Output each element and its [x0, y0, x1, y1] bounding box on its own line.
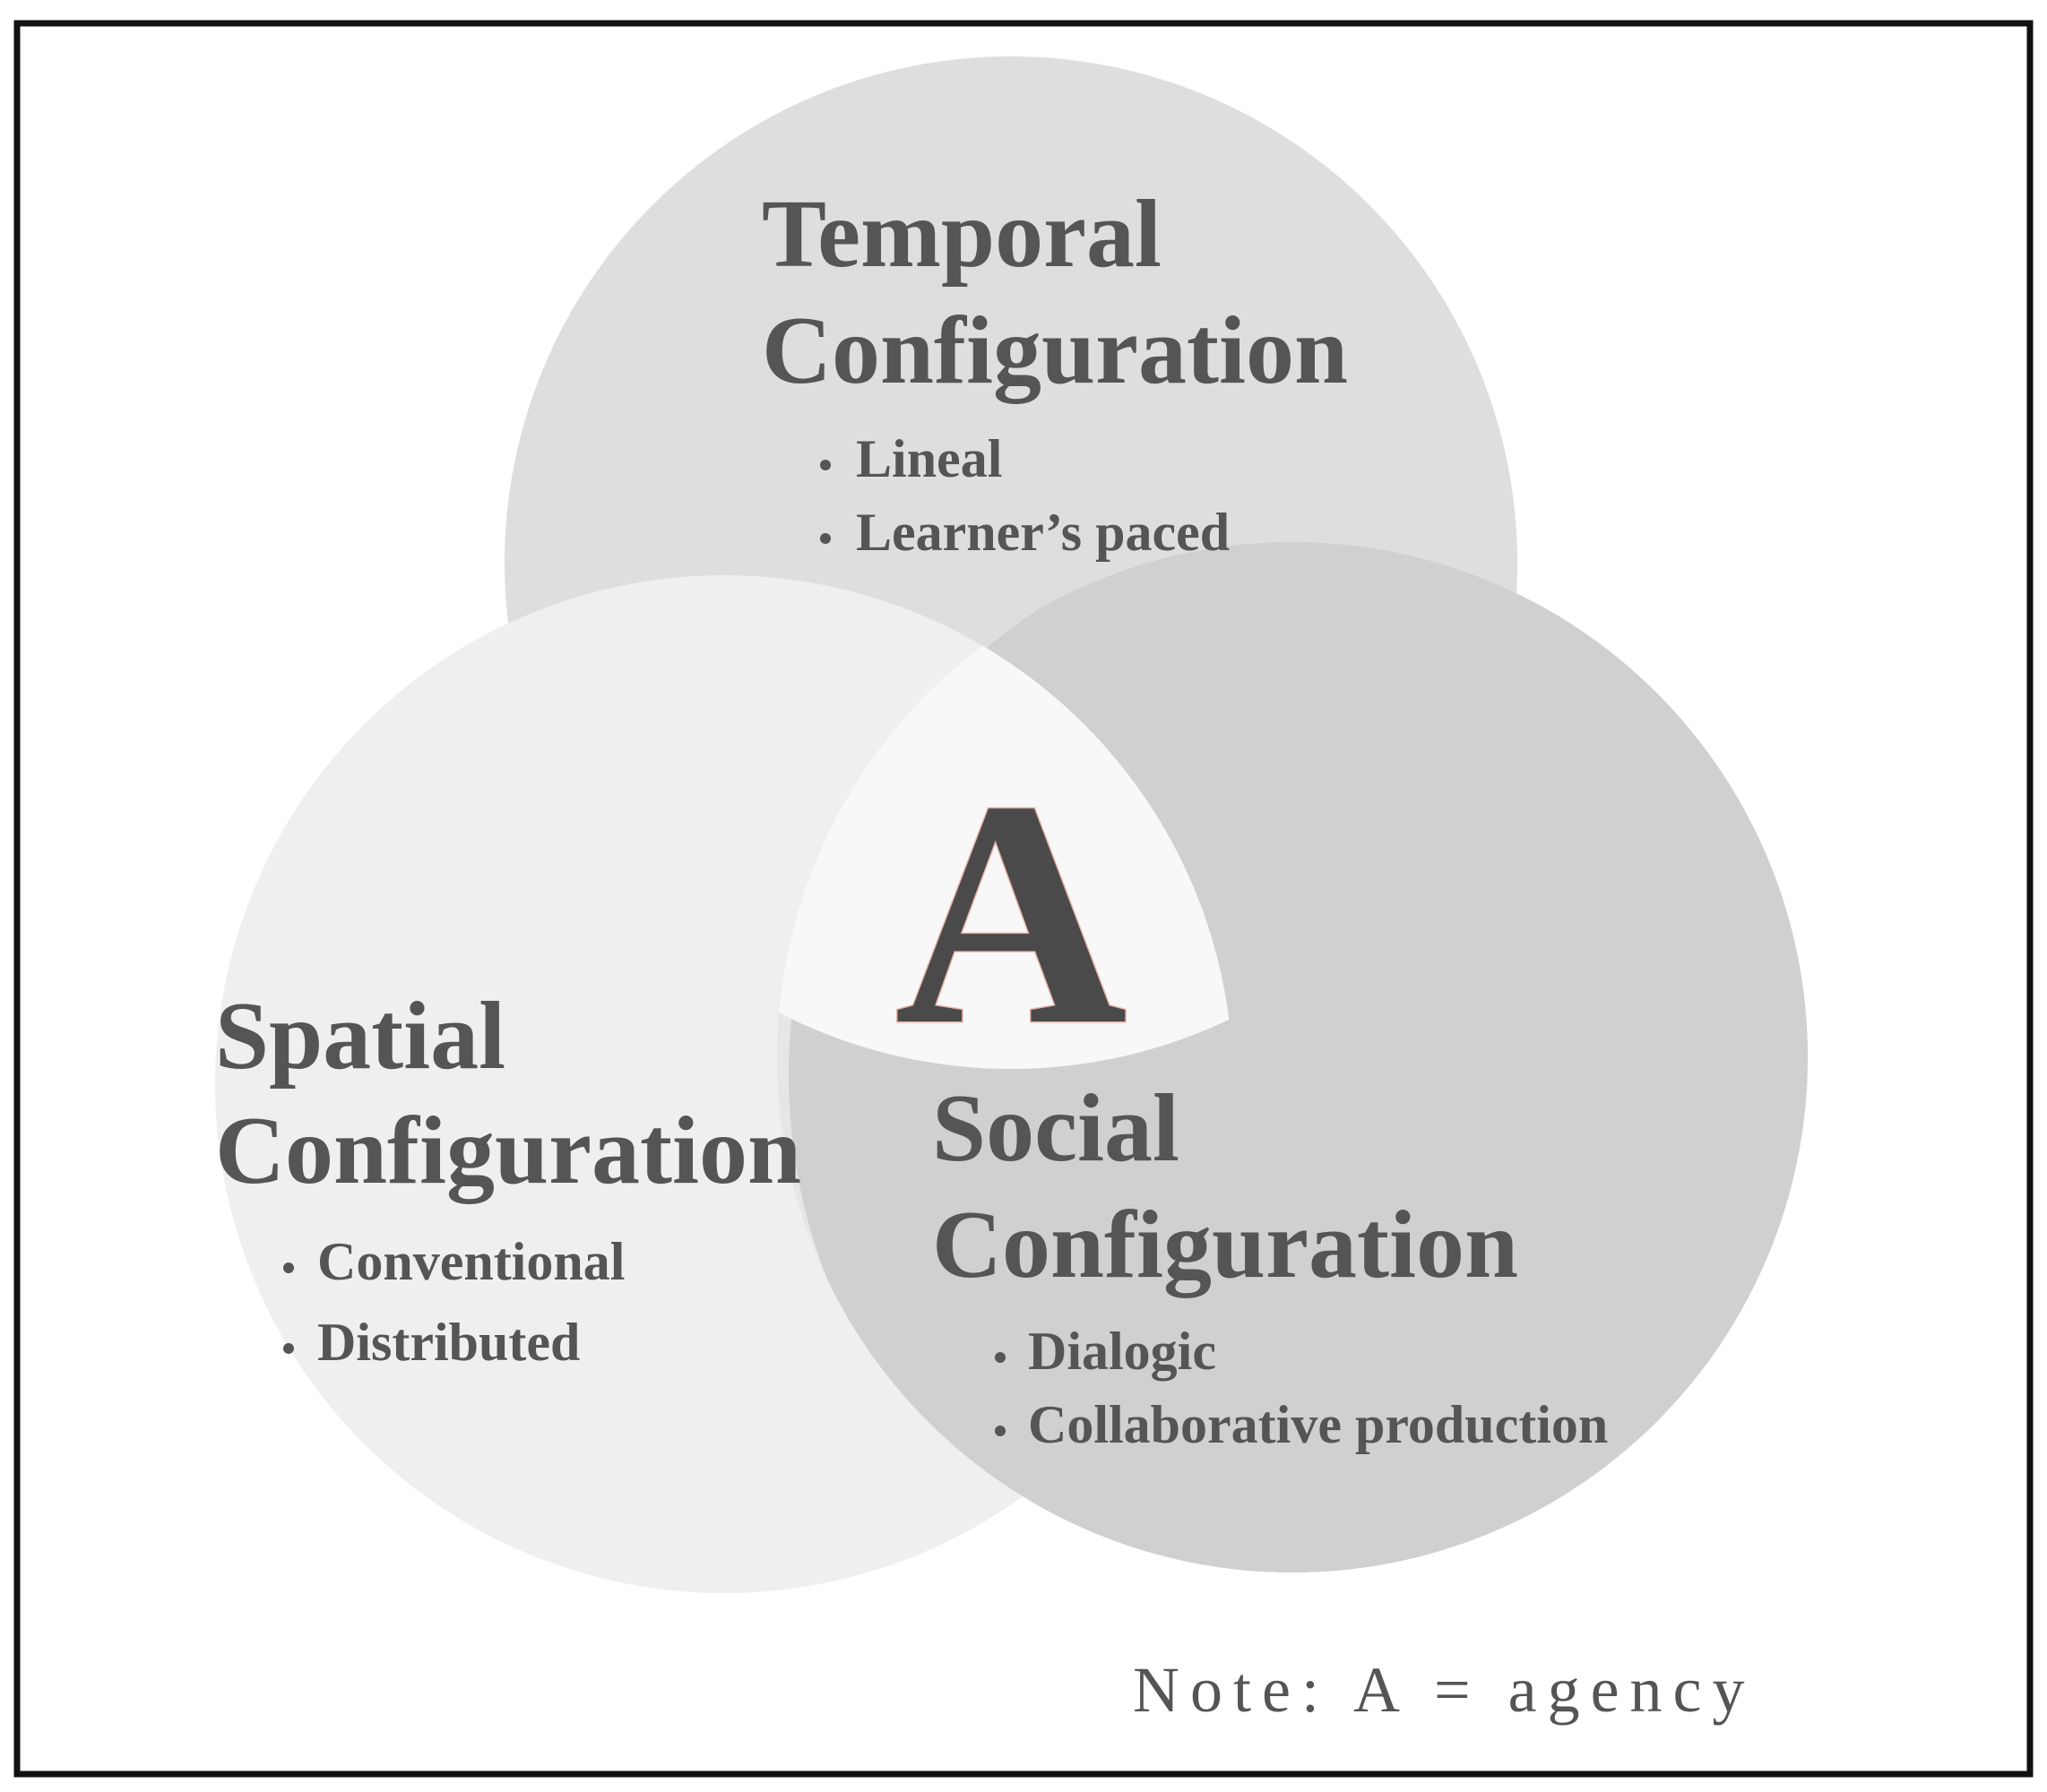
social-item-2: Collaborative production	[1028, 1395, 1608, 1454]
spatial-item-2: Distributed	[317, 1313, 580, 1372]
temporal-title-line1: Temporal	[762, 181, 1162, 288]
temporal-item-1: Lineal	[856, 429, 1002, 488]
social-bullet-1	[995, 1352, 1006, 1363]
center-region	[777, 575, 1233, 1069]
spatial-title-line1: Spatial	[215, 983, 505, 1090]
temporal-bullet-2	[820, 533, 831, 544]
social-item-1: Dialogic	[1028, 1322, 1216, 1381]
social-bullet-2	[995, 1426, 1006, 1436]
temporal-bullet-1	[820, 460, 831, 470]
spatial-title-line2: Configuration	[215, 1098, 801, 1204]
temporal-item-2: Learner’s paced	[856, 503, 1230, 562]
temporal-title-line2: Configuration	[762, 297, 1348, 404]
spatial-bullet-1	[283, 1262, 294, 1273]
social-title-line1: Social	[932, 1075, 1179, 1182]
spatial-bullet-2	[283, 1343, 294, 1354]
social-title-line2: Configuration	[932, 1192, 1518, 1298]
note-text: Note: A = agency	[1133, 1654, 1756, 1726]
spatial-item-1: Conventional	[317, 1232, 625, 1291]
center-letter: A	[894, 734, 1127, 1091]
